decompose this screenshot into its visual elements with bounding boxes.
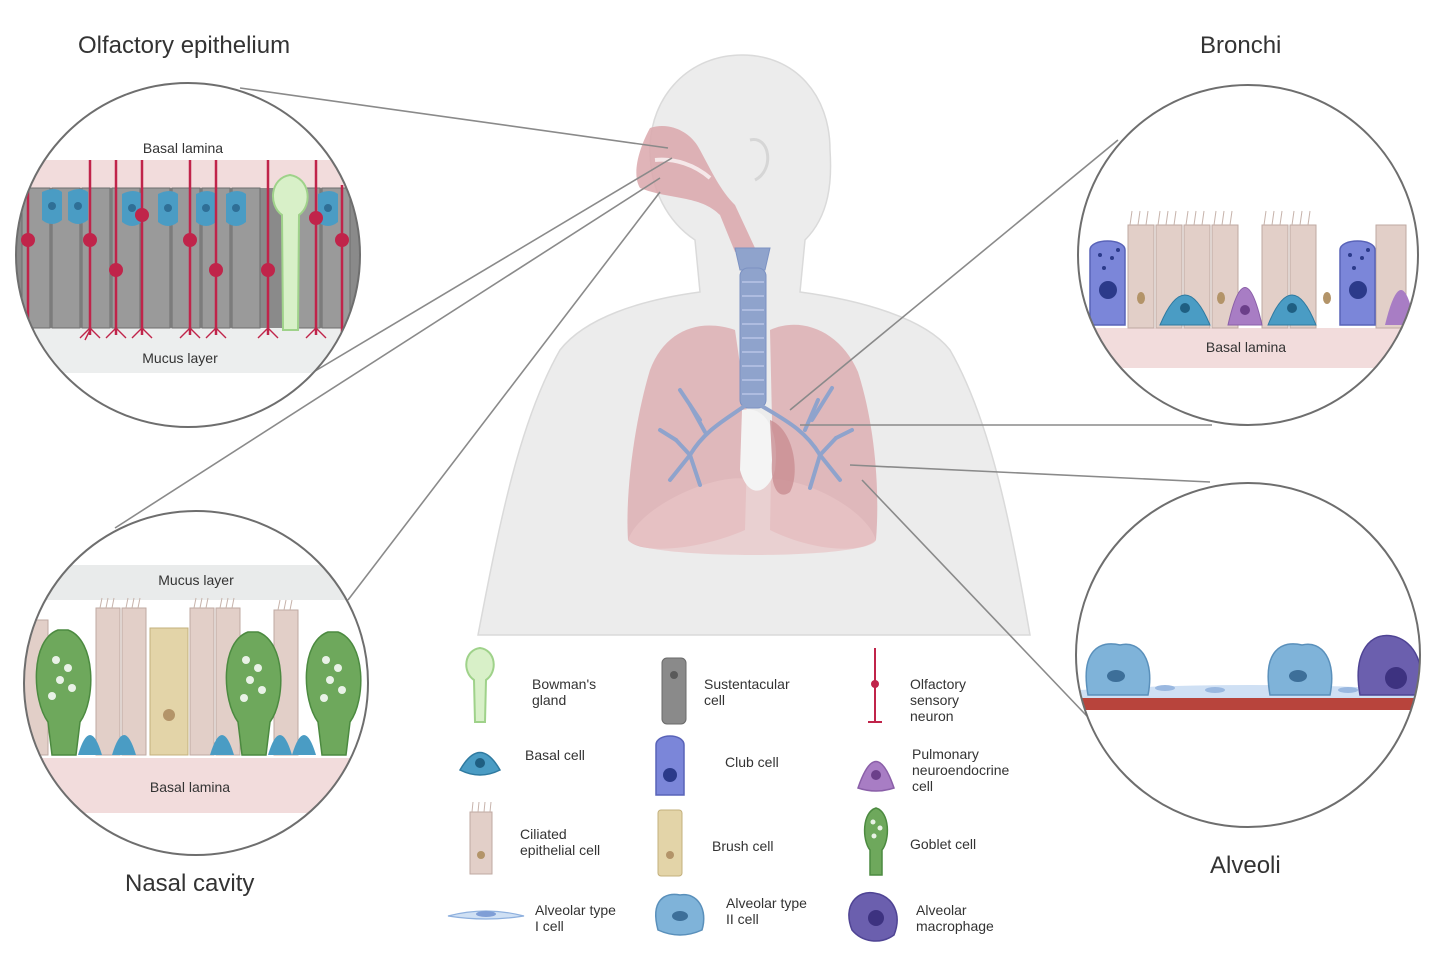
inset-alveoli-bg: [1076, 483, 1420, 827]
legend-icons: [447, 646, 898, 942]
title-alveoli: Alveoli: [1210, 852, 1281, 879]
inset-alveoli-border: [1075, 482, 1421, 828]
legend-brush-cell-icon: [657, 809, 683, 877]
olfactory-basal-lamina-label: Basal lamina: [143, 140, 223, 156]
legend-ciliated-epithelial-label: Ciliated epithelial cell: [520, 826, 601, 858]
inset-nasal-border: [23, 510, 369, 856]
legend-club-cell-icon: [655, 735, 685, 796]
connector-lines: [114, 87, 1212, 736]
inset-olfactory-epithelium: [15, 82, 361, 428]
legend-basal-cell-label: Basal cell: [525, 747, 585, 763]
legend-alveolar-macrophage-label: Alveolar macrophage: [916, 902, 994, 934]
legend-olfactory-neuron-icon: [868, 648, 882, 723]
legend-bowmans-gland-icon: [465, 646, 495, 723]
heart-shadow: [770, 420, 795, 495]
bronchi-basal-lamina-label: Basal lamina: [1206, 339, 1286, 355]
legend-brush-cell-label: Brush cell: [712, 838, 774, 854]
inset-alveoli: [1075, 482, 1421, 828]
title-olfactory-epithelium: Olfactory epithelium: [78, 32, 291, 59]
legend-ciliated-cell-icon: [469, 811, 493, 875]
heart: [740, 409, 776, 491]
inset-bronchi-border: [1077, 84, 1419, 426]
legend-pulmonary-neuroendocrine-label: Pulmonary neuroendocrine cell: [912, 746, 1010, 794]
olfactory-mucus-layer-label: Mucus layer: [142, 350, 218, 366]
legend-alveolar-type2-label: Alveolar type II cell: [726, 895, 807, 927]
nasal-basal-lamina-label: Basal lamina: [150, 779, 230, 795]
nasal-airway: [636, 126, 755, 252]
bowmans-gland: [271, 173, 309, 331]
title-bronchi: Bronchi: [1200, 32, 1282, 59]
legend-alveolar-type1-label: Alveolar type I cell: [535, 902, 616, 934]
legend-bowmans-gland-label: Bowman's gland: [532, 676, 597, 708]
nasal-passage-detail: [654, 157, 712, 180]
legend-goblet-cell-icon: [863, 807, 889, 876]
inset-bronchi: [1077, 84, 1419, 426]
legend-goblet-cell-label: Goblet cell: [910, 836, 977, 852]
ear: [749, 138, 770, 182]
legend-sustentacular-cell-icon: [661, 657, 687, 725]
title-nasal-cavity: Nasal cavity: [125, 870, 255, 897]
trachea-rings: [742, 281, 764, 395]
larynx: [734, 247, 771, 271]
diaphragm: [628, 478, 876, 555]
inset-nasal-cavity: [23, 510, 369, 856]
legend-olfactory-sensory-neuron-label: Olfactory sensory neuron: [910, 676, 967, 724]
nasal-mucus-layer-label: Mucus layer: [158, 572, 234, 588]
lungs: [627, 324, 878, 555]
legend-sustentacular-cell-label: Sustentacular cell: [704, 676, 790, 708]
inset-olfactory-border: [15, 82, 361, 428]
legend-club-cell-label: Club cell: [725, 754, 779, 770]
